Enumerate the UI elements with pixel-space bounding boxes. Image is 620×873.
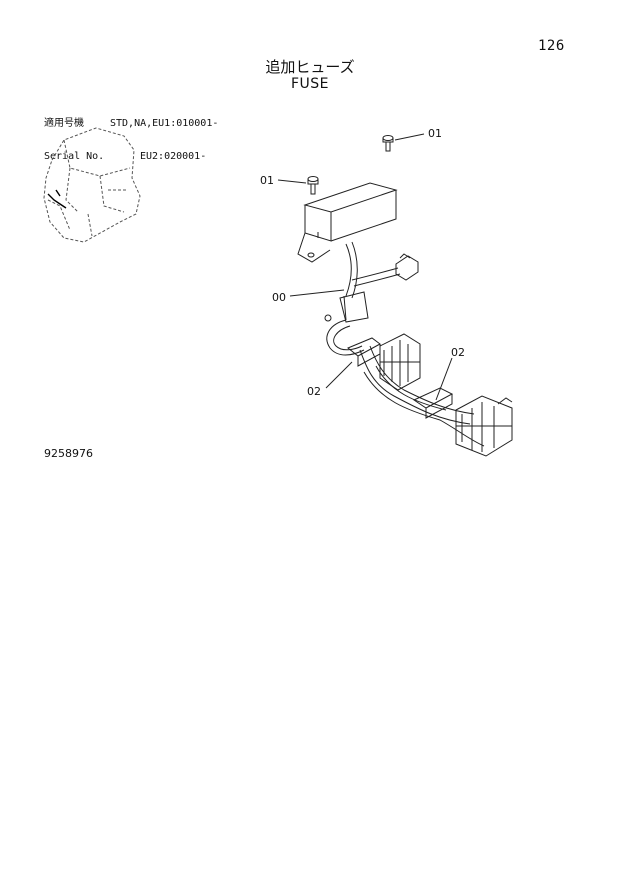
bolt-part-left — [307, 176, 319, 195]
serial-label-japanese: 適用号機 — [44, 118, 84, 129]
clamp-part-right — [412, 387, 454, 419]
fuse-box-part — [297, 182, 398, 263]
serial-label-english: Serial No. — [44, 151, 105, 162]
serial-applicability: 適用号機 STD,NA,EU1:010001- Serial No. EU2:0… — [44, 96, 218, 173]
serial-range-line1: STD,NA,EU1:010001- — [110, 118, 219, 129]
document-number: 9258976 — [44, 447, 93, 460]
leader-lines — [277, 133, 453, 401]
callout-label-00: 00 — [272, 291, 286, 304]
callout-label-01-left: 01 — [260, 174, 274, 187]
clamp-part-left — [347, 337, 381, 367]
callout-label-02-left: 02 — [307, 385, 321, 398]
callout-label-01-top: 01 — [428, 127, 442, 140]
page-title-english: FUSE — [290, 76, 330, 92]
machine-locator-highlight — [47, 189, 67, 209]
machine-locator-thumbnail — [43, 127, 141, 243]
wire-harness-part — [324, 241, 485, 447]
page-number: 126 — [538, 38, 565, 54]
callout-label-02-right: 02 — [451, 346, 465, 359]
connector-block-left — [379, 333, 421, 391]
page-title-japanese: 追加ヒューズ — [265, 58, 355, 76]
serial-range-line2: EU2:020001- — [140, 151, 207, 162]
connector-block-right — [455, 395, 513, 457]
bolt-part-top — [382, 135, 394, 152]
